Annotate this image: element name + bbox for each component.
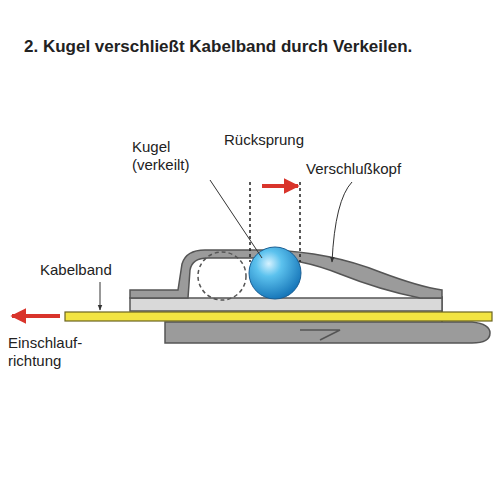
cable-tie-strip xyxy=(65,312,492,321)
leader-line xyxy=(210,180,262,258)
leader-line xyxy=(332,182,352,262)
recoil-arrow xyxy=(262,184,298,188)
part-label: Verschlußkopf xyxy=(306,160,401,178)
lock-base xyxy=(165,322,490,343)
part-label: Kabelband xyxy=(40,261,112,279)
part-label: Rücksprung xyxy=(224,131,304,149)
ball xyxy=(249,247,301,299)
ball-start-position xyxy=(198,252,246,300)
dimension-line xyxy=(249,182,251,262)
direction-label: Einschlauf- richtung xyxy=(8,334,104,370)
part-label: Kugel (verkeilt) xyxy=(132,138,212,174)
dimension-line xyxy=(299,182,301,262)
pawl xyxy=(300,330,340,340)
diagram-title: 2. Kugel verschließt Kabelband durch Ver… xyxy=(24,36,490,57)
insertion-arrow xyxy=(12,314,60,318)
channel xyxy=(130,298,442,311)
leader-line xyxy=(100,282,101,310)
